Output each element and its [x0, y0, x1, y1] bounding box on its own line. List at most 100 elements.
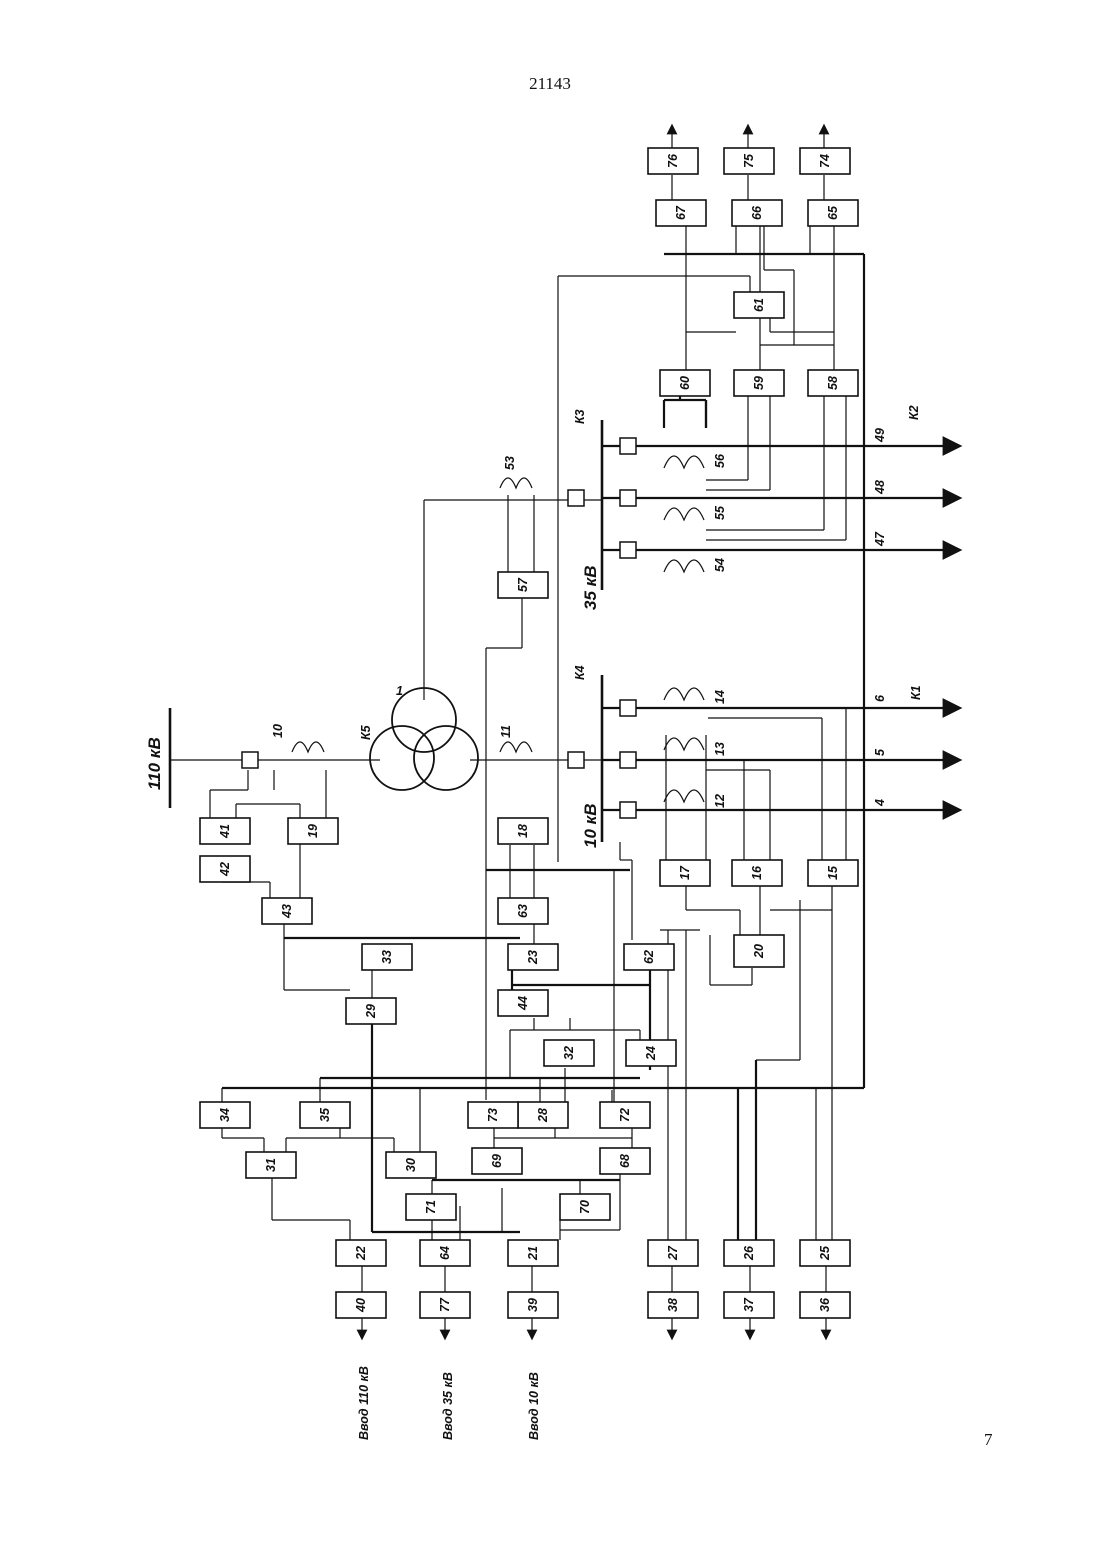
- fault-label-k2: К2: [907, 405, 921, 420]
- block-61-label: 61: [752, 298, 766, 312]
- block-61: 61: [734, 292, 784, 318]
- ct-12-label: 12: [713, 794, 727, 808]
- block-36: 36: [800, 1292, 850, 1318]
- block-40: 40: [336, 1292, 386, 1318]
- block-18: 18: [498, 818, 548, 844]
- block-44: 44: [498, 990, 548, 1016]
- block-77-label: 77: [438, 1297, 452, 1312]
- block-17: 17: [660, 860, 710, 886]
- line-6-label: 6: [873, 694, 887, 702]
- block-19-label: 19: [306, 824, 320, 838]
- breaker-52-label: 52: [0, 0, 14, 3]
- input-label-110kv: Ввод 110 кВ: [357, 1366, 371, 1440]
- breaker-3: 3: [0, 0, 584, 768]
- block-21-label: 21: [526, 1246, 540, 1261]
- block-68-label: 68: [618, 1154, 632, 1168]
- block-66-label: 66: [750, 205, 764, 220]
- breaker-46: 46: [0, 0, 584, 506]
- block-31: 31: [246, 1152, 296, 1178]
- block-60-label: 60: [678, 376, 692, 390]
- block-69: 69: [472, 1148, 522, 1174]
- block-19: 19: [288, 818, 338, 844]
- block-17-label: 17: [678, 865, 692, 880]
- fault-label-k4: К4: [573, 665, 587, 680]
- block-38: 38: [648, 1292, 698, 1318]
- block-16-label: 16: [750, 865, 764, 880]
- line-5-label: 5: [873, 748, 887, 756]
- bus-label-10kv: 10 кВ: [581, 803, 600, 848]
- block-36-label: 36: [818, 1297, 832, 1312]
- ct-group: [292, 456, 704, 802]
- breaker-51: 51: [0, 0, 636, 506]
- breaker-9: 9: [0, 0, 636, 716]
- block-30-label: 30: [404, 1158, 418, 1172]
- block-32-label: 32: [562, 1046, 576, 1060]
- block-77: 77: [420, 1292, 470, 1318]
- block-72-label: 72: [618, 1108, 632, 1122]
- block-28-label: 28: [536, 1108, 550, 1123]
- block-68: 68: [600, 1148, 650, 1174]
- breaker-8: 8: [0, 0, 636, 768]
- block-67: 67: [656, 200, 706, 226]
- block-22: 22: [336, 1240, 386, 1266]
- block-24: 24: [626, 1040, 676, 1066]
- ct-10: [292, 742, 324, 752]
- block-29: 29: [346, 998, 396, 1024]
- block-73-label: 73: [486, 1108, 500, 1122]
- block-44-label: 44: [516, 996, 530, 1011]
- block-58: 58: [808, 370, 858, 396]
- block-33-label: 33: [380, 950, 394, 964]
- ct-11-label: 11: [499, 725, 513, 738]
- block-40-label: 40: [354, 1298, 368, 1313]
- block-75-label: 75: [742, 153, 756, 168]
- block-33: 33: [362, 944, 412, 970]
- fault-label-k1: К1: [909, 685, 923, 700]
- block-42-label: 42: [218, 862, 232, 877]
- block-34: 34: [200, 1102, 250, 1128]
- block-76-label: 76: [666, 153, 680, 168]
- block-22-label: 22: [354, 1246, 368, 1261]
- ct-54-label: 54: [713, 558, 727, 572]
- ct-55: [664, 508, 704, 520]
- block-60: 60: [660, 370, 710, 396]
- ct-13-label: 13: [713, 742, 727, 756]
- block-72: 72: [600, 1102, 650, 1128]
- block-57-label: 57: [516, 577, 530, 592]
- ct-56-label: 56: [713, 453, 727, 468]
- block-43-label: 43: [280, 904, 294, 919]
- block-35-label: 35: [318, 1107, 332, 1122]
- block-18-label: 18: [516, 824, 530, 838]
- block-27: 27: [648, 1240, 698, 1266]
- block-71-label: 71: [424, 1200, 438, 1214]
- ct-14: [664, 688, 704, 700]
- ct-10-label: 10: [271, 724, 285, 738]
- block-37: 37: [724, 1292, 774, 1318]
- block-65: 65: [808, 200, 858, 226]
- block-66: 66: [732, 200, 782, 226]
- ct-11: [500, 742, 532, 752]
- block-63: 63: [498, 898, 548, 924]
- block-39: 39: [508, 1292, 558, 1318]
- block-26-label: 26: [742, 1245, 756, 1261]
- block-25: 25: [800, 1240, 850, 1266]
- breaker-7: 7: [0, 0, 636, 818]
- block-39-label: 39: [526, 1298, 540, 1312]
- block-27-label: 27: [666, 1245, 680, 1261]
- ct-54: [664, 560, 704, 572]
- ct-12: [664, 790, 704, 802]
- block-31-label: 31: [264, 1158, 278, 1172]
- block-62-label: 62: [642, 950, 656, 964]
- fault-label-k3: К3: [573, 409, 587, 424]
- block-41: 41: [200, 818, 250, 844]
- line-4-label: 4: [873, 799, 887, 807]
- bus-label-110kv: 110 кВ: [145, 737, 164, 790]
- block-24-label: 24: [644, 1046, 658, 1061]
- block-29-label: 29: [364, 1004, 378, 1019]
- breaker-50: 50: [0, 0, 636, 558]
- block-26: 26: [724, 1240, 774, 1266]
- block-20: 20: [734, 935, 784, 967]
- block-35: 35: [300, 1102, 350, 1128]
- block-71: 71: [406, 1194, 456, 1220]
- block-64-label: 64: [438, 1246, 452, 1260]
